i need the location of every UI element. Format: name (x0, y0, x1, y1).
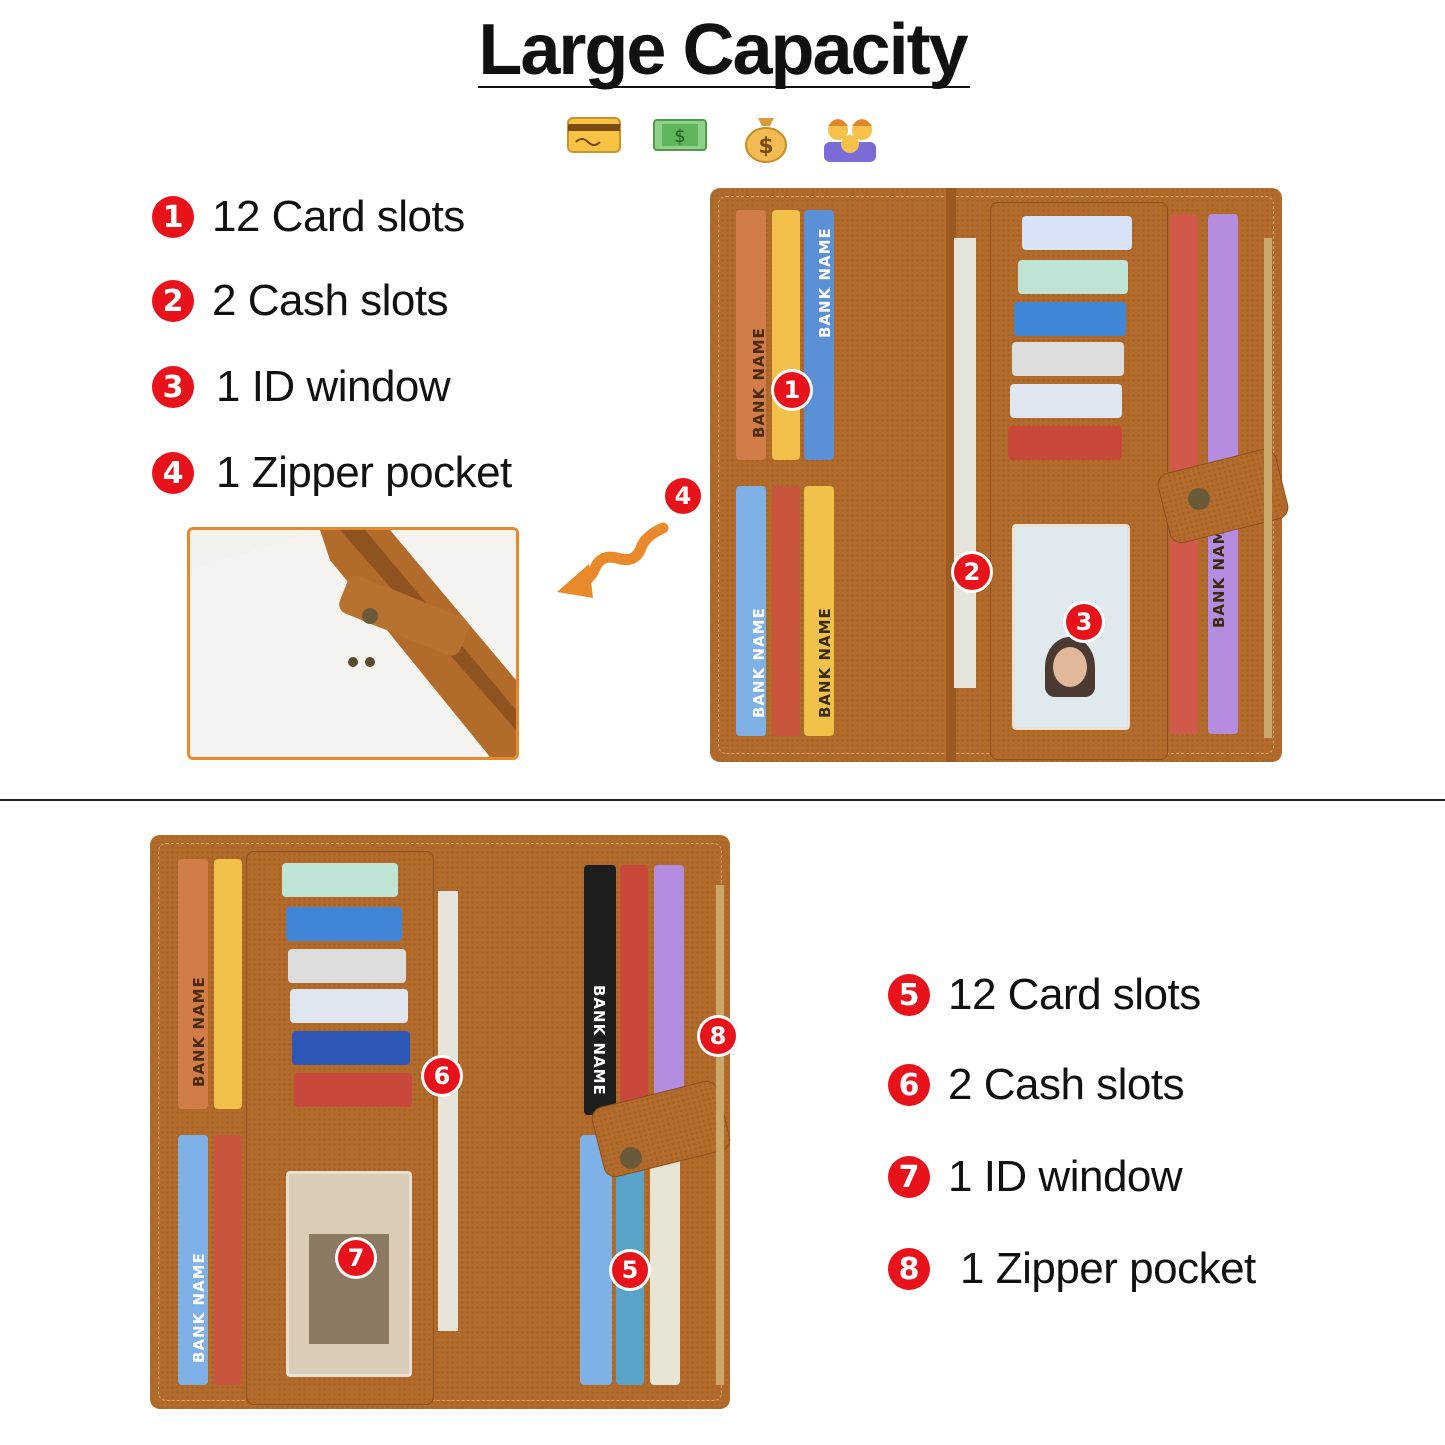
section-divider (0, 799, 1445, 801)
marker-badge: 1 (774, 372, 810, 408)
feature-label: 1 Zipper pocket (216, 448, 512, 497)
marker-badge: 6 (424, 1058, 460, 1094)
wallet-image-open: BANK NAME BANK NAME BANK NAME (150, 835, 733, 1409)
wallet-image-open: BANK NAME BANK NAME BANK NAME BANK NAME … (710, 188, 1291, 762)
feature-item: 3 1 ID window (152, 362, 451, 412)
number-badge: 1 (152, 196, 194, 238)
card-label: BANK NAME (750, 327, 768, 438)
feature-item: 4 1 Zipper pocket (152, 448, 512, 498)
page-title: Large Capacity (478, 10, 968, 90)
feature-label: 2 Cash slots (948, 1060, 1185, 1109)
number-badge: 8 (888, 1248, 930, 1290)
card-label: BANK NAME (816, 607, 834, 718)
money-bag-icon: $ (738, 112, 798, 163)
card-label: BANK NAME (190, 1252, 208, 1363)
number-badge: 5 (888, 974, 930, 1016)
feature-item: 1 12 Card slots (152, 192, 465, 242)
number-badge: 7 (888, 1156, 930, 1198)
number-badge: 4 (152, 452, 194, 494)
feature-item: 6 2 Cash slots (888, 1060, 1185, 1110)
family-icon (822, 112, 882, 162)
feature-label: 1 ID window (948, 1152, 1183, 1201)
zipper-detail-image (187, 527, 519, 760)
svg-text:$: $ (758, 134, 773, 159)
feature-label: 1 Zipper pocket (960, 1244, 1256, 1293)
marker-badge: 7 (338, 1240, 374, 1276)
card-label: BANK NAME (190, 976, 208, 1087)
marker-badge: 4 (665, 478, 701, 514)
marker-badge: 5 (612, 1252, 648, 1288)
marker-badge: 2 (954, 554, 990, 590)
feature-label: 1 ID window (216, 362, 451, 411)
feature-item: 8 1 Zipper pocket (888, 1244, 1256, 1294)
feature-item: 7 1 ID window (888, 1152, 1183, 1202)
number-badge: 6 (888, 1064, 930, 1106)
feature-label: 2 Cash slots (212, 276, 449, 325)
feature-item: 2 2 Cash slots (152, 276, 449, 326)
dollar-bill-icon: $ (652, 112, 712, 162)
number-badge: 3 (152, 366, 194, 408)
feature-label: 12 Card slots (948, 970, 1201, 1019)
number-badge: 2 (152, 280, 194, 322)
feature-label: 12 Card slots (212, 192, 465, 241)
marker-badge: 8 (700, 1018, 736, 1054)
feature-item: 5 12 Card slots (888, 970, 1201, 1020)
card-label: BANK NAME (750, 607, 768, 718)
card-label: BANK NAME (590, 985, 608, 1096)
svg-text:$: $ (674, 126, 685, 147)
arrow-icon (555, 518, 670, 608)
title-underline (478, 86, 970, 88)
credit-card-icon (566, 112, 626, 162)
card-label: BANK NAME (816, 227, 834, 338)
marker-badge: 3 (1066, 604, 1102, 640)
